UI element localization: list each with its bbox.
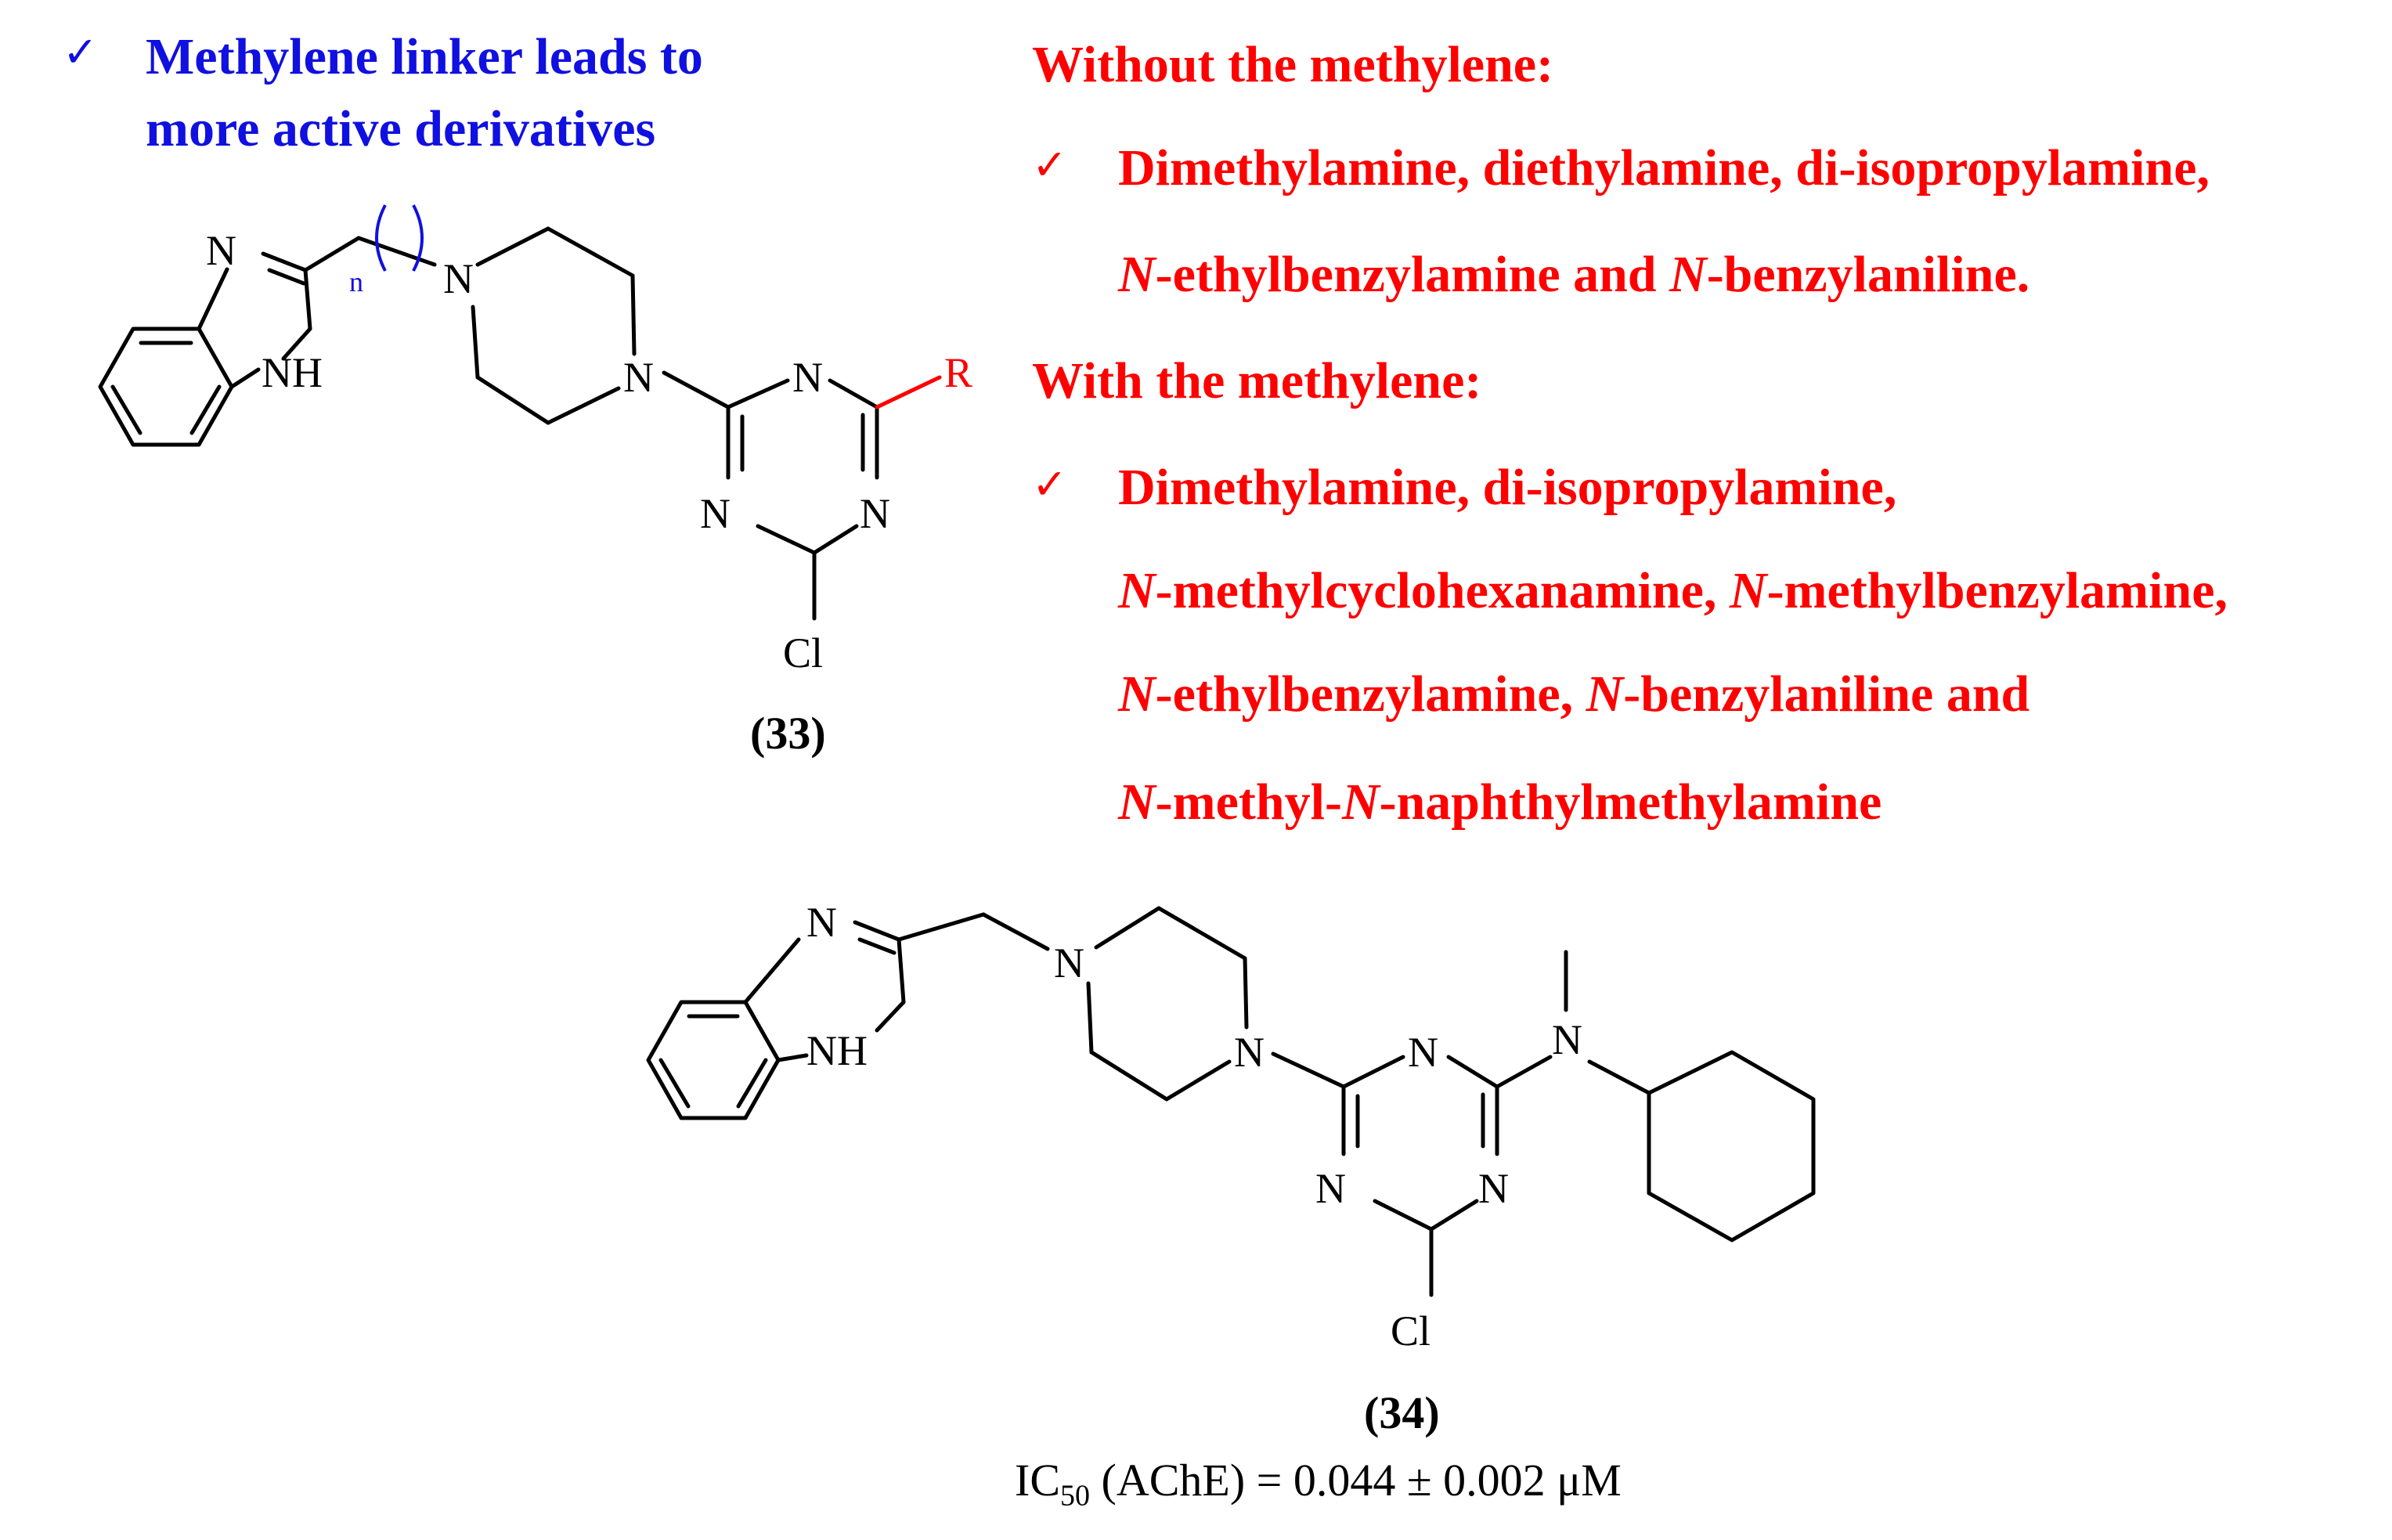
methylene-note-line2: more active derivatives [146, 100, 656, 157]
without-line1: Dimethylamine, diethylamine, di-isopropy… [1118, 139, 2210, 197]
r-bond [875, 375, 942, 409]
with-line2: N-methylcyclohexanamine, N-methylbenzyla… [1118, 562, 2228, 619]
bracket-open [375, 204, 387, 272]
compound-34-label: (34) [1364, 1387, 1440, 1438]
check-icon: ✓ [1032, 460, 1068, 509]
atom-n-pip2-33: N [623, 354, 654, 401]
methylene-note-line1: Methylene linker leads to [146, 28, 703, 85]
with-line4: N-methyl-N-naphthylmethylamine [1118, 774, 1882, 831]
atom-cl-33: Cl [783, 629, 823, 676]
atom-n-pip2-34: N [1234, 1029, 1265, 1076]
compound-34-structure [646, 906, 1816, 1297]
without-line2: N-ethylbenzylamine and N-benzylaniline. [1118, 246, 2030, 303]
atom-n-tri1-34: N [1408, 1029, 1438, 1076]
atom-n-pip1-33: N [443, 255, 474, 302]
atom-nh-33: NH [262, 349, 323, 396]
atom-nh-34: NH [806, 1027, 868, 1074]
atom-n-tri3-33: N [860, 490, 890, 537]
with-line3: N-ethylbenzylamine, N-benzylaniline and [1118, 665, 2030, 723]
bracket-close [412, 204, 424, 272]
atom-n-tri2-33: N [700, 490, 731, 537]
ic50-value: IC50 (AChE) = 0.044 ± 0.002 μM [1015, 1455, 1622, 1513]
check-icon: ✓ [63, 27, 99, 77]
atom-n-tri3-34: N [1478, 1165, 1509, 1212]
benzene-ring [646, 1000, 781, 1120]
with-heading: With the methylene: [1032, 352, 1482, 409]
atom-r-33: R [944, 349, 972, 396]
atom-n-index-33: n [349, 266, 363, 298]
without-heading: Without the methylene: [1032, 36, 1554, 93]
atom-n-pip1-34: N [1054, 940, 1084, 986]
atom-n-imine-33: N [206, 227, 236, 274]
atom-n-amine-34: N [1552, 1016, 1582, 1063]
atom-n-tri1-33: N [792, 354, 823, 401]
with-line1: Dimethylamine, di-isopropylamine, [1118, 459, 1897, 516]
atom-cl-34: Cl [1391, 1307, 1431, 1354]
atom-n-tri2-34: N [1315, 1165, 1346, 1212]
check-icon: ✓ [1032, 140, 1068, 189]
compound-33-structure [98, 226, 879, 621]
compound-33-label: (33) [750, 708, 826, 759]
cyclohexane-ring [1647, 1050, 1816, 1242]
atom-n-imine-34: N [806, 899, 837, 946]
benzene-ring [98, 326, 234, 447]
